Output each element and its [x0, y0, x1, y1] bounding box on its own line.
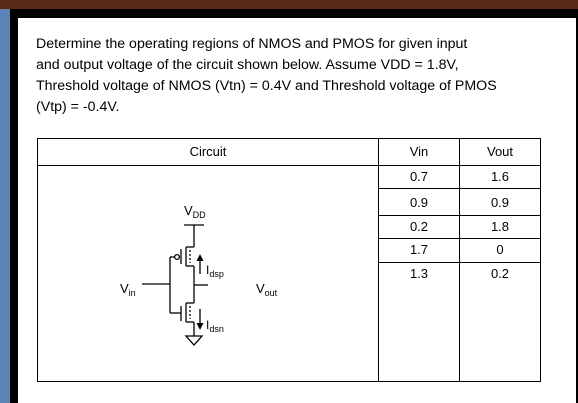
table-header-row: Circuit Vin Vout [37, 138, 541, 166]
question-line: (Vtp) = -0.4V. [36, 99, 120, 115]
vout-label: Vout [256, 281, 278, 298]
vin-cell: 0.7 [378, 165, 460, 189]
table-row: VDD Vin Vout Idsp Idsn 0.7 1.6 [37, 165, 541, 382]
cmos-inverter-diagram: VDD Vin Vout Idsp Idsn [120, 203, 278, 346]
table-row: 0.9 0.2 1.7 1.3 0.9 1.8 0 0.2 [38, 188, 541, 382]
question-line: and output voltage of the circuit shown … [36, 57, 459, 73]
vout-value: 0 [460, 239, 540, 263]
vin-value: 1.3 [409, 265, 429, 281]
header-circuit: Circuit [37, 138, 379, 166]
circuit-cell: VDD Vin Vout Idsp Idsn [37, 165, 379, 382]
problem-table: Circuit Vin Vout [37, 138, 541, 382]
vout-list-cell: 0.9 1.8 0 0.2 [459, 188, 541, 382]
vin-list-cell: 0.9 0.2 1.7 1.3 [378, 188, 460, 382]
top-bar [0, 0, 578, 9]
question-line: Threshold voltage of NMOS (Vtn) = 0.4V a… [36, 78, 497, 94]
vout-value: 1.6 [490, 169, 510, 184]
idsp-label: Idsp [206, 263, 224, 279]
question-line: Determine the operating regions of NMOS … [36, 36, 468, 52]
vin-label: Vin [120, 281, 136, 298]
vin-value: 0.7 [409, 169, 429, 184]
vout-value: 1.8 [460, 216, 540, 239]
header-vout: Vout [459, 138, 541, 166]
idsn-label: Idsn [206, 318, 224, 334]
vin-value: 0.9 [379, 192, 459, 216]
vin-value: 1.7 [379, 239, 459, 263]
vout-value: 0.9 [460, 192, 540, 216]
header-vin: Vin [378, 138, 460, 166]
question-card: Determine the operating regions of NMOS … [18, 18, 576, 403]
vout-value: 0.2 [490, 265, 510, 281]
vin-value: 0.2 [379, 216, 459, 239]
vout-cell: 1.6 [459, 165, 541, 189]
left-strip [0, 9, 10, 403]
vdd-label: VDD [184, 203, 206, 220]
question-text: Determine the operating regions of NMOS … [36, 34, 571, 118]
